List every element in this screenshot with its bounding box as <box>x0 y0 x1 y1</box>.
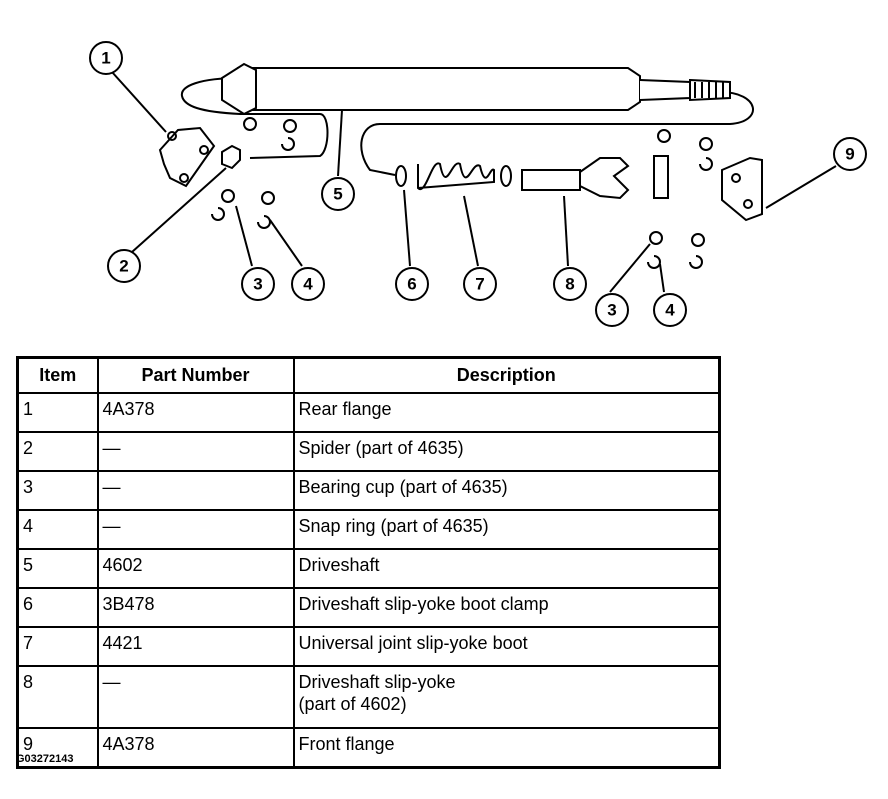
driveshaft-tube <box>237 67 641 111</box>
callout-circle-5 <box>321 177 355 211</box>
figure-code: G03272143 <box>16 753 74 765</box>
cell-item: 6 <box>16 587 99 628</box>
callout-9: 9 <box>845 145 854 164</box>
callout-circle-1 <box>89 41 123 75</box>
cell-item: 3 <box>16 470 99 511</box>
slip-yoke-shaft <box>521 169 581 191</box>
callout-circle-4-front <box>653 293 687 327</box>
callout-3-rear: 3 <box>253 275 262 294</box>
cell-item: 7 <box>16 626 99 667</box>
slip-yoke-boot <box>417 162 495 191</box>
cell-part-number: — <box>96 470 295 511</box>
cell-description: Driveshaft <box>292 548 721 589</box>
cell-part-number: 4421 <box>96 626 295 667</box>
cell-description: Spider (part of 4635) <box>292 431 721 472</box>
cell-description: Rear flange <box>292 392 721 433</box>
rear-spider-part <box>221 144 241 170</box>
cell-part-number: 4A378 <box>96 392 295 433</box>
cell-description: Snap ring (part of 4635) <box>292 509 721 550</box>
table-row: 1 4A378 Rear flange <box>16 392 721 433</box>
cell-item: 2 <box>16 431 99 472</box>
cell-description: Bearing cup (part of 4635) <box>292 470 721 511</box>
table-row: 3 — Bearing cup (part of 4635) <box>16 470 721 511</box>
callout-2: 2 <box>119 257 128 276</box>
slip-yoke-ears <box>579 157 630 200</box>
cell-description-line-2: (part of 4602) <box>298 694 407 714</box>
cell-description: Driveshaft slip-yoke boot clamp <box>292 587 721 628</box>
callout-5: 5 <box>333 185 342 204</box>
callout-circle-4-rear <box>291 267 325 301</box>
callout-circle-7 <box>463 267 497 301</box>
cell-description: Driveshaft slip-yoke (part of 4602) <box>292 665 721 729</box>
callout-circle-2 <box>107 249 141 283</box>
diagram-svg: 1 2 3 4 5 6 7 8 9 3 4 <box>89 41 867 327</box>
guide-loop-front <box>360 91 754 176</box>
table-row: 2 — Spider (part of 4635) <box>16 431 721 472</box>
table-row: 8 — Driveshaft slip-yoke (part of 4602) <box>16 665 721 729</box>
table-row: 5 4602 Driveshaft <box>16 548 721 589</box>
callout-circle-6 <box>395 267 429 301</box>
table-row: 7 4421 Universal joint slip-yoke boot <box>16 626 721 667</box>
cell-description: Universal joint slip-yoke boot <box>292 626 721 667</box>
header-part-number: Part Number <box>96 356 295 394</box>
cell-item: 9 <box>16 727 99 769</box>
cell-part-number: 3B478 <box>96 587 295 628</box>
front-flange-part <box>721 156 763 222</box>
cell-part-number: 4602 <box>96 548 295 589</box>
table-row: 9 4A378 Front flange <box>16 727 721 769</box>
driveshaft-stub <box>639 79 691 101</box>
callout-7: 7 <box>475 275 484 294</box>
boot-clamp-rear <box>395 165 407 187</box>
front-spider-part <box>653 155 669 199</box>
cell-part-number: — <box>96 665 295 729</box>
callout-8: 8 <box>565 275 574 294</box>
rear-flange-part <box>158 126 216 188</box>
header-item: Item <box>16 356 99 394</box>
callout-circle-9 <box>833 137 867 171</box>
guide-loop-rear <box>180 77 329 159</box>
callout-circle-3-rear <box>241 267 275 301</box>
cell-part-number: — <box>96 431 295 472</box>
parts-table: Item Part Number Description 1 4A378 Rea… <box>16 356 721 769</box>
cell-part-number: 4A378 <box>96 727 295 769</box>
callout-1: 1 <box>101 49 110 68</box>
cell-item: 1 <box>16 392 99 433</box>
cell-description-line-1: Driveshaft slip-yoke <box>298 672 456 692</box>
cell-item: 8 <box>16 665 99 729</box>
boot-clamp-front <box>500 165 512 187</box>
header-description: Description <box>292 356 721 394</box>
callout-circle-3-front <box>595 293 629 327</box>
cell-part-number: — <box>96 509 295 550</box>
cell-item: 4 <box>16 509 99 550</box>
table-header-row: Item Part Number Description <box>16 356 721 394</box>
cell-item: 5 <box>16 548 99 589</box>
table-row: 6 3B478 Driveshaft slip-yoke boot clamp <box>16 587 721 628</box>
cell-description: Front flange <box>292 727 721 769</box>
callout-4-front: 4 <box>665 301 675 320</box>
callout-3-front: 3 <box>607 301 616 320</box>
callout-6: 6 <box>407 275 416 294</box>
exploded-driveshaft-diagram: 1 2 3 4 5 6 7 8 9 3 4 <box>0 0 888 345</box>
callout-4-rear: 4 <box>303 275 313 294</box>
callout-circle-8 <box>553 267 587 301</box>
table-row: 4 — Snap ring (part of 4635) <box>16 509 721 550</box>
driveshaft-yoke <box>221 62 257 116</box>
